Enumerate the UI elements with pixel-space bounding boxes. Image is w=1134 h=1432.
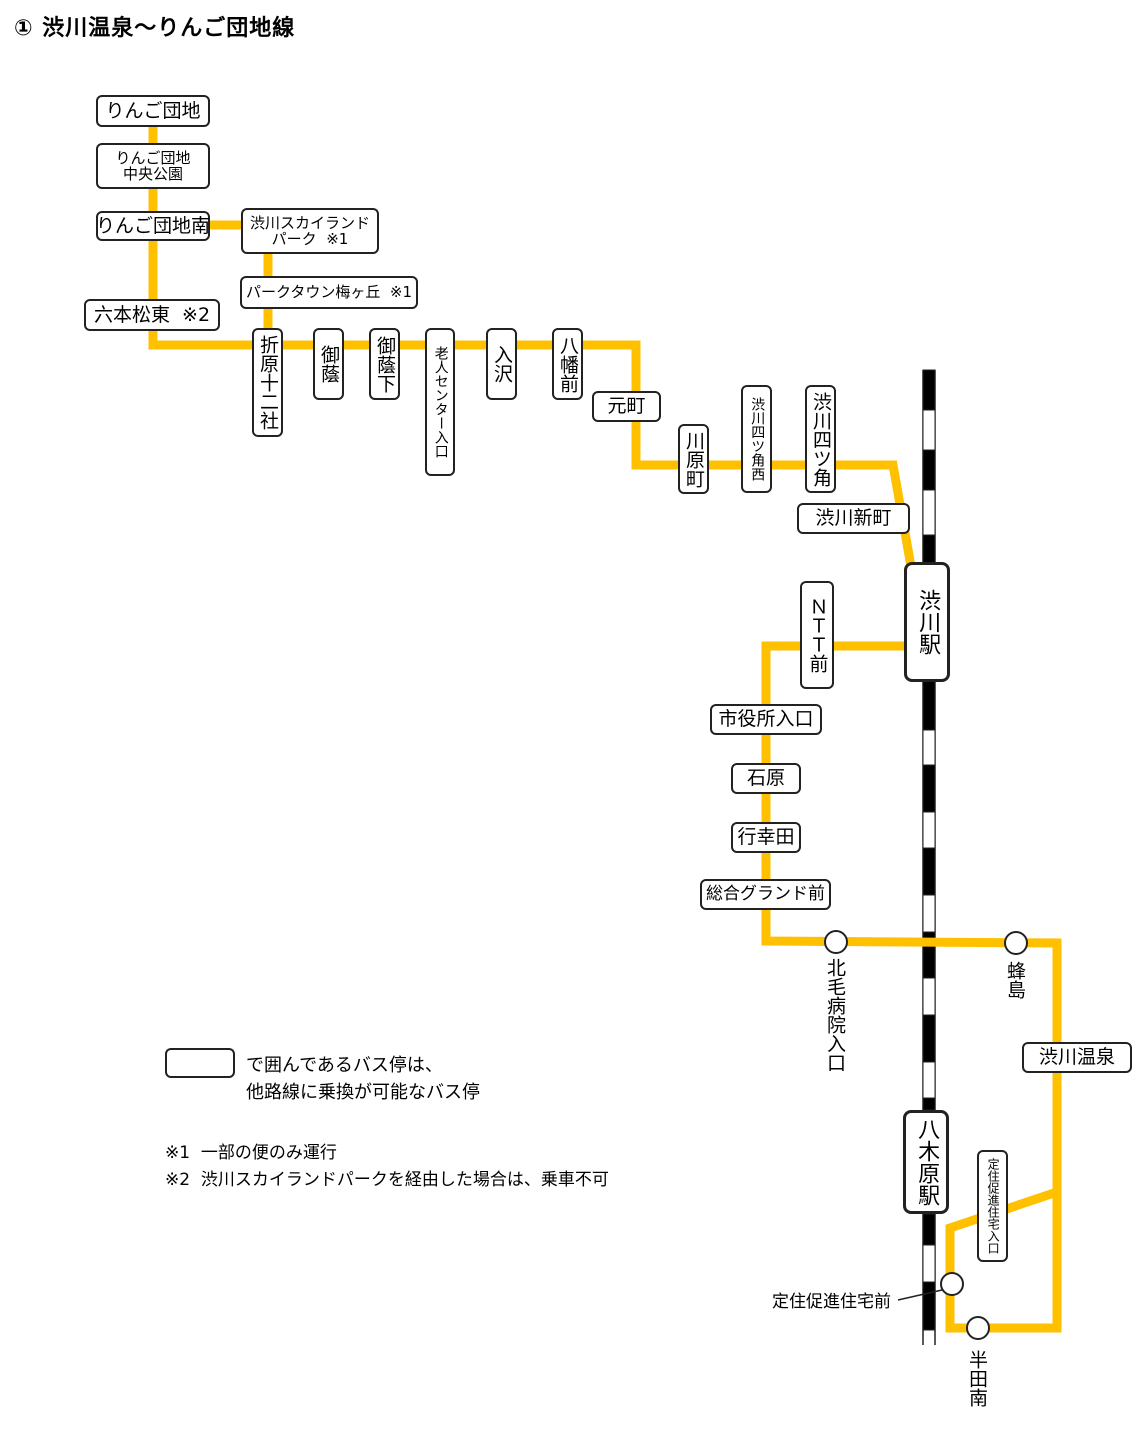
stop-parktown-umegaoka[interactable]: パークタウン梅ヶ丘 ※1	[240, 276, 418, 309]
stop-shibukawa-yotsukado[interactable]: 渋川四ツ角	[805, 385, 836, 493]
rail-segment	[922, 1097, 936, 1111]
stop-label-handa-minami: 半田南	[966, 1350, 988, 1407]
rail-segment	[922, 1014, 936, 1063]
stop-shibukawa-onsen[interactable]: 渋川温泉	[1022, 1042, 1132, 1073]
stop-irisawa[interactable]: 入沢	[486, 328, 517, 400]
stop-ringo-danchi[interactable]: りんご団地	[96, 95, 210, 127]
rail-segment	[922, 729, 936, 766]
stop-motomachi[interactable]: 元町	[592, 391, 661, 422]
stop-roujin-center[interactable]: 老人センター入口	[425, 328, 455, 476]
rail-segment	[922, 847, 936, 896]
stop-mitake-shita[interactable]: 御蔭下	[369, 328, 400, 400]
rail-segment	[922, 449, 936, 491]
stop-shibukawa-shinmachi[interactable]: 渋川新町	[797, 503, 910, 534]
stop-hachimanmae[interactable]: 八幡前	[552, 328, 583, 400]
stop-circle-handa-minami	[966, 1316, 990, 1340]
note-2: ※2 渋川スカイランドパークを経由した場合は、乗車不可	[165, 1170, 609, 1190]
stop-ringo-danchi-minami[interactable]: りんご団地南	[96, 211, 210, 241]
stop-label-teijuu-mae: 定住促進住宅前	[772, 1292, 891, 1312]
small-stop-circles	[824, 930, 1028, 1340]
stop-mitake[interactable]: 御蔭	[313, 328, 344, 400]
stop-sougou-ground[interactable]: 総合グランド前	[700, 879, 831, 910]
stop-shiyakusho[interactable]: 市役所入口	[710, 704, 822, 735]
rail-segment	[922, 369, 936, 411]
stop-skyland-park[interactable]: 渋川スカイランド パーク ※1	[241, 208, 379, 254]
stop-circle-teijuu-mae	[940, 1272, 964, 1296]
stop-orihara-juunisha[interactable]: 折原十二社	[252, 328, 283, 437]
stop-kawaharacho[interactable]: 川原町	[678, 424, 709, 494]
rail-segment	[922, 534, 936, 566]
rail-segment	[922, 977, 936, 1016]
stop-label-hokumou-byouin: 北毛病院入口	[824, 958, 846, 1072]
note-1: ※1 一部の便のみ運行	[165, 1143, 337, 1163]
rail-segment	[922, 1244, 936, 1283]
rail-segment	[922, 489, 936, 536]
stop-ntt-mae[interactable]: ＮＴＴ前	[800, 581, 834, 689]
rail-segment	[922, 1213, 936, 1246]
station-yagihara[interactable]: 八木原駅	[903, 1110, 949, 1214]
rail-segment	[922, 811, 936, 849]
stop-circle-hachijima	[1004, 931, 1028, 955]
stop-shibukawa-yotsukado-nishi[interactable]: 渋川四ツ角西	[741, 385, 772, 493]
stop-label-hachijima: 蜂島	[1004, 961, 1026, 999]
stop-ishihara[interactable]: 石原	[731, 763, 801, 794]
rail-segment	[922, 1281, 936, 1331]
rail-segment	[922, 1061, 936, 1099]
page-title: ① 渋川温泉～りんご団地線	[14, 16, 296, 41]
rail-segment	[922, 764, 936, 813]
station-shibukawa[interactable]: 渋川駅	[904, 562, 950, 682]
stop-roppon-matsu-higashi[interactable]: 六本松東 ※2	[84, 299, 220, 331]
rail-segment	[922, 894, 936, 933]
leader-line	[897, 1289, 943, 1301]
stop-gyoukouda[interactable]: 行幸田	[731, 822, 801, 853]
stop-ringo-central-park[interactable]: りんご団地 中央公園	[96, 143, 210, 189]
rail-segment	[922, 409, 936, 451]
legend-text: で囲んであるバス停は、 他路線に乗換が可能なバス停	[246, 1055, 480, 1103]
legend-sample-box	[165, 1048, 235, 1078]
rail-segment	[922, 679, 936, 731]
stop-circle-hokumou	[824, 930, 848, 954]
stop-teijuu-nyuukou[interactable]: 定住促進住宅入口	[977, 1150, 1008, 1262]
